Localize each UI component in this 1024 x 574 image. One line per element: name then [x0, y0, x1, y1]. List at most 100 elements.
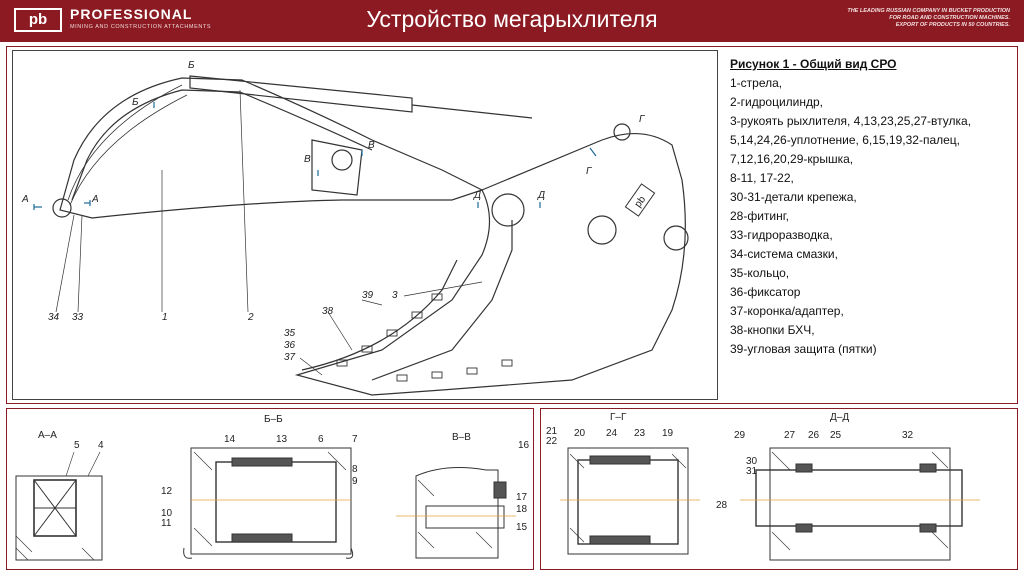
dd-label-28: 28 [716, 500, 728, 511]
gg-label-23: 23 [634, 428, 646, 439]
hydraulic-cylinder [189, 75, 413, 113]
section-aa-title: А–А [38, 430, 57, 441]
sections-panel-left [6, 408, 534, 570]
label-1: 1 [162, 312, 168, 323]
section-dd-title: Д–Д [830, 412, 849, 423]
label-34: 34 [48, 312, 60, 323]
legend-item: 34-система смазки, [730, 247, 838, 261]
bb-label-6: 6 [318, 434, 324, 445]
shank-inner-line [371, 220, 513, 381]
pin-d [491, 193, 525, 227]
dd-label-31: 31 [746, 466, 758, 477]
label-36: 36 [284, 340, 296, 351]
boom-outline [59, 77, 484, 219]
dd-label-25: 25 [830, 430, 842, 441]
linkage-plate [311, 139, 363, 196]
gg-label-21: 21 [546, 426, 558, 437]
vv-label-17: 17 [516, 492, 528, 503]
brand-name: PROFESSIONAL [70, 6, 193, 22]
tagline-line: EXPORT OF PRODUCTS IN 50 COUNTRIES. [895, 22, 1010, 28]
label-v-left: В [304, 154, 311, 165]
dd-label-27: 27 [784, 430, 796, 441]
label-v-right: В [368, 140, 375, 151]
pin-v [331, 149, 353, 171]
section-gg-title: Г–Г [610, 412, 627, 423]
ripper-shank-outline [294, 132, 686, 396]
legend-item: 7,12,16,20,29-крышка, [730, 152, 854, 166]
company-logo: pb [14, 8, 62, 32]
legend-item: 35-кольцо, [730, 266, 790, 280]
label-b-mid: Б [132, 97, 139, 108]
label-g-bottom: Г [586, 166, 593, 177]
aa-label-5: 5 [74, 440, 80, 451]
section-vv-title: В–В [452, 432, 471, 443]
bucket-logo-text: pb [633, 194, 649, 210]
ripper-general-view-drawing: А А Б Б В В Г Г Д Д 34 33 1 2 39 3 38 35… [21, 60, 689, 396]
pin-a [52, 198, 72, 218]
bucket-logo: pb [624, 183, 656, 217]
label-b-top: Б [188, 60, 195, 71]
dd-label-29: 29 [734, 430, 746, 441]
gg-label-22: 22 [546, 436, 558, 447]
bb-label-8: 8 [352, 464, 358, 475]
bb-label-11: 11 [161, 518, 172, 529]
bucket-bolt-circle [663, 225, 689, 251]
legend-item: 33-гидроразводка, [730, 228, 833, 242]
label-33: 33 [72, 312, 84, 323]
gg-label-20: 20 [574, 428, 586, 439]
legend-title: Рисунок 1 - Общий вид СРО [730, 57, 897, 71]
boom-inner-line [71, 89, 373, 201]
bb-label-10: 10 [161, 508, 173, 519]
legend-item: 3-рукоять рыхлителя, 4,13,23,25,27-втулк… [730, 114, 972, 128]
vv-label-16: 16 [518, 440, 530, 451]
bb-label-12: 12 [161, 486, 173, 497]
dd-label-30: 30 [746, 456, 758, 467]
gg-label-24: 24 [606, 428, 618, 439]
dd-label-32: 32 [902, 430, 914, 441]
tagline-line: THE LEADING RUSSIAN COMPANY IN BUCKET PR… [847, 8, 1010, 14]
legend-item: 2-гидроцилиндр, [730, 95, 824, 109]
legend-item: 36-фиксатор [730, 285, 801, 299]
label-3: 3 [392, 290, 398, 301]
sections-right-drawing: Г–Г 21 22 20 24 23 19 Д–Д 29 27 26 25 32… [546, 412, 980, 561]
legend-item: 5,14,24,26-уплотнение, 6,15,19,32-палец, [730, 133, 960, 147]
label-a-left: А [21, 194, 29, 205]
header-bar: pb PROFESSIONAL MINING AND CONSTRUCTION … [0, 0, 1024, 42]
sections-left-drawing: А–А 5 4 Б–Б 14 13 6 7 8 9 12 10 11 В–В 1… [15, 414, 530, 561]
bucket-hole [587, 215, 617, 245]
bb-label-9: 9 [352, 476, 358, 487]
legend-item: 28-фитинг, [730, 209, 789, 223]
label-g-top: Г [639, 114, 646, 125]
label-38: 38 [322, 306, 334, 317]
section-bb-title: Б–Б [264, 414, 283, 425]
legend: Рисунок 1 - Общий вид СРО 1-стрела, 2-ги… [730, 55, 1015, 359]
tagline-line: FOR ROAD AND CONSTRUCTION MACHINES. [889, 15, 1010, 21]
vv-label-15: 15 [516, 522, 528, 533]
label-d-right: Д [537, 190, 545, 201]
dd-label-26: 26 [808, 430, 820, 441]
bb-label-14: 14 [224, 434, 236, 445]
label-39: 39 [362, 290, 374, 301]
label-2: 2 [247, 312, 254, 323]
company-tagline: THE LEADING RUSSIAN COMPANY IN BUCKET PR… [810, 8, 1010, 29]
label-35: 35 [284, 328, 296, 339]
label-a-right: А [91, 194, 99, 205]
legend-item: 37-коронка/адаптер, [730, 304, 844, 318]
lubrication-line [67, 84, 188, 206]
slide-title: Устройство мегарыхлителя [366, 6, 658, 32]
bb-label-13: 13 [276, 434, 288, 445]
pin-g [613, 123, 631, 141]
vv-label-18: 18 [516, 504, 528, 515]
legend-item: 39-угловая защита (пятки) [730, 342, 877, 356]
legend-item: 8-11, 17-22, [730, 171, 794, 185]
logo-text: pb [28, 11, 48, 28]
brand-subtitle: MINING AND CONSTRUCTION ATTACHMENTS [70, 24, 212, 30]
bb-label-7: 7 [352, 434, 358, 445]
gg-label-19: 19 [662, 428, 674, 439]
legend-item: 1-стрела, [730, 76, 783, 90]
drawing-frame [12, 50, 718, 400]
aa-label-4: 4 [98, 440, 104, 451]
label-d-left: Д [473, 190, 481, 201]
legend-item: 38-кнопки БХЧ, [730, 323, 815, 337]
tooth-edge [301, 259, 458, 371]
